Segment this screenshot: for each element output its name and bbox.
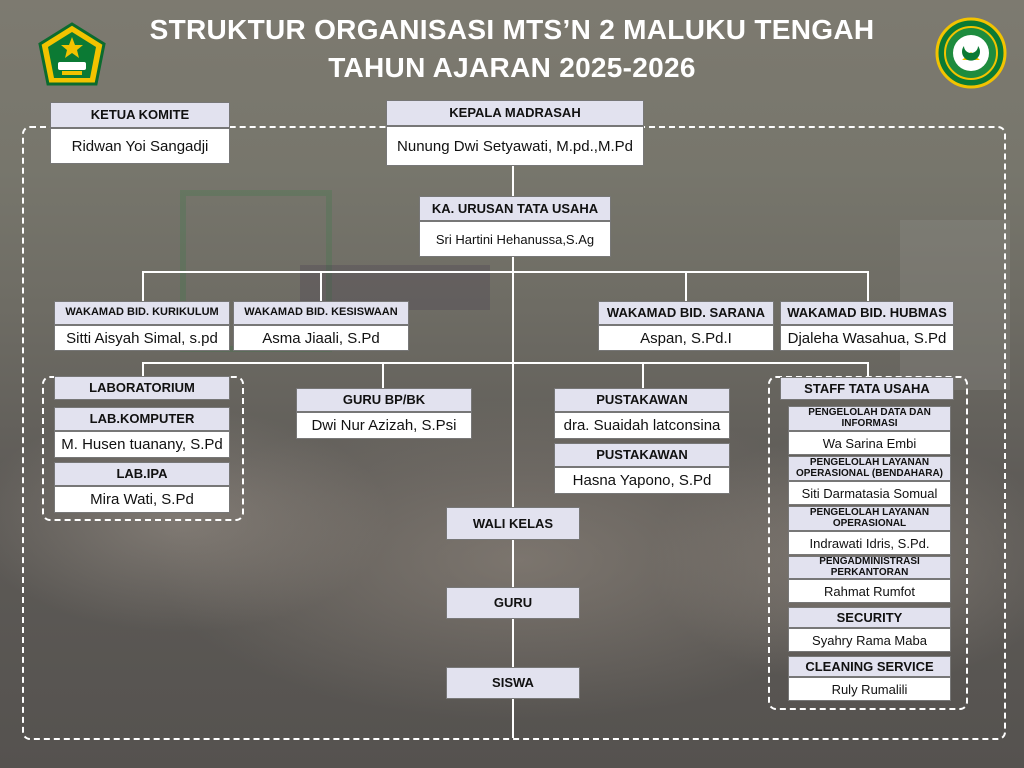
ketua-komite-name: Ridwan Yoi Sangadji (50, 128, 230, 164)
staff-3-name: Indrawati Idris, S.Pd. (788, 531, 951, 555)
guru-bk-name: Dwi Nur Azizah, S.Psi (296, 412, 472, 439)
connector-kesiswaan (320, 271, 322, 301)
connector-hubmas (867, 271, 869, 301)
laboratorium-label: LABORATORIUM (54, 376, 230, 400)
kepala-madrasah-name: Nunung Dwi Setyawati, M.pd.,M.Pd (386, 126, 644, 166)
ketua-komite-label: KETUA KOMITE (50, 102, 230, 128)
lab-ipa-name: Mira Wati, S.Pd (54, 486, 230, 513)
staff-1-role: PENGELOLAH DATA DAN INFORMASI (788, 406, 951, 431)
connector-walikelas-guru (512, 540, 514, 588)
cleaning-service-label: CLEANING SERVICE (788, 656, 951, 677)
connector-unit-bus (142, 362, 869, 364)
connector-sarana (685, 271, 687, 301)
guru-box: GURU (446, 587, 580, 619)
connector-wakamad-bus (142, 271, 869, 273)
lab-komputer-name: M. Husen tuanany, S.Pd (54, 431, 230, 458)
staff-2-role: PENGELOLAH LAYANAN OPERASIONAL (BENDAHAR… (788, 456, 951, 481)
staff-4-role: PENGADMINISTRASI PERKANTORAN (788, 556, 951, 579)
connector-siswa-bottom (512, 698, 514, 738)
page-title-line1: STRUKTUR ORGANISASI MTS’N 2 MALUKU TENGA… (149, 14, 875, 45)
kemenag-emblem-icon (38, 22, 106, 86)
connector-bk (382, 362, 384, 388)
lab-komputer-label: LAB.KOMPUTER (54, 407, 230, 431)
connector-staff (867, 362, 869, 376)
connector-main-spine (512, 257, 514, 507)
staff-1-name: Wa Sarina Embi (788, 431, 951, 455)
connector-pustaka (642, 362, 644, 388)
staff-2-name: Siti Darmatasia Somual (788, 481, 951, 505)
wakamad-kesiswaan-label: WAKAMAD BID. KESISWAAN (233, 301, 409, 325)
wakamad-kurikulum-label: WAKAMAD BID. KURIKULUM (54, 301, 230, 325)
wali-kelas-box: WALI KELAS (446, 507, 580, 540)
pustakawan-1-name: dra. Suaidah latconsina (554, 412, 730, 439)
wakamad-sarana-label: WAKAMAD BID. SARANA (598, 301, 774, 325)
kepala-madrasah-label: KEPALA MADRASAH (386, 100, 644, 126)
pustakawan-2-label: PUSTAKAWAN (554, 443, 730, 467)
siswa-box: SISWA (446, 667, 580, 699)
ka-tata-usaha-label: KA. URUSAN TATA USAHA (419, 196, 611, 221)
security-label: SECURITY (788, 607, 951, 628)
pustakawan-1-label: PUSTAKAWAN (554, 388, 730, 412)
lab-ipa-label: LAB.IPA (54, 462, 230, 486)
wakamad-sarana-name: Aspan, S.Pd.I (598, 325, 774, 351)
staff-3-role: PENGELOLAH LAYANAN OPERASIONAL (788, 506, 951, 531)
staff-tata-usaha-label: STAFF TATA USAHA (780, 377, 954, 400)
pustakawan-2-name: Hasna Yapono, S.Pd (554, 467, 730, 494)
connector-kurikulum (142, 271, 144, 301)
connector-lab (142, 362, 144, 376)
staff-4-name: Rahmat Rumfot (788, 579, 951, 603)
page-title-line2: TAHUN AJARAN 2025-2026 (328, 52, 696, 83)
connector-guru-siswa (512, 619, 514, 668)
ka-tata-usaha-name: Sri Hartini Hehanussa,S.Ag (419, 221, 611, 257)
cleaning-service-name: Ruly Rumalili (788, 677, 951, 701)
wakamad-hubmas-name: Djaleha Wasahua, S.Pd (780, 325, 954, 351)
connector-kepala-tu (512, 166, 514, 196)
guru-bk-label: GURU BP/BK (296, 388, 472, 412)
madrasah-emblem-icon (935, 17, 1007, 89)
wakamad-kesiswaan-name: Asma Jiaali, S.Pd (233, 325, 409, 351)
wakamad-kurikulum-name: Sitti Aisyah Simal, s.pd (54, 325, 230, 351)
security-name: Syahry Rama Maba (788, 628, 951, 652)
wakamad-hubmas-label: WAKAMAD BID. HUBMAS (780, 301, 954, 325)
